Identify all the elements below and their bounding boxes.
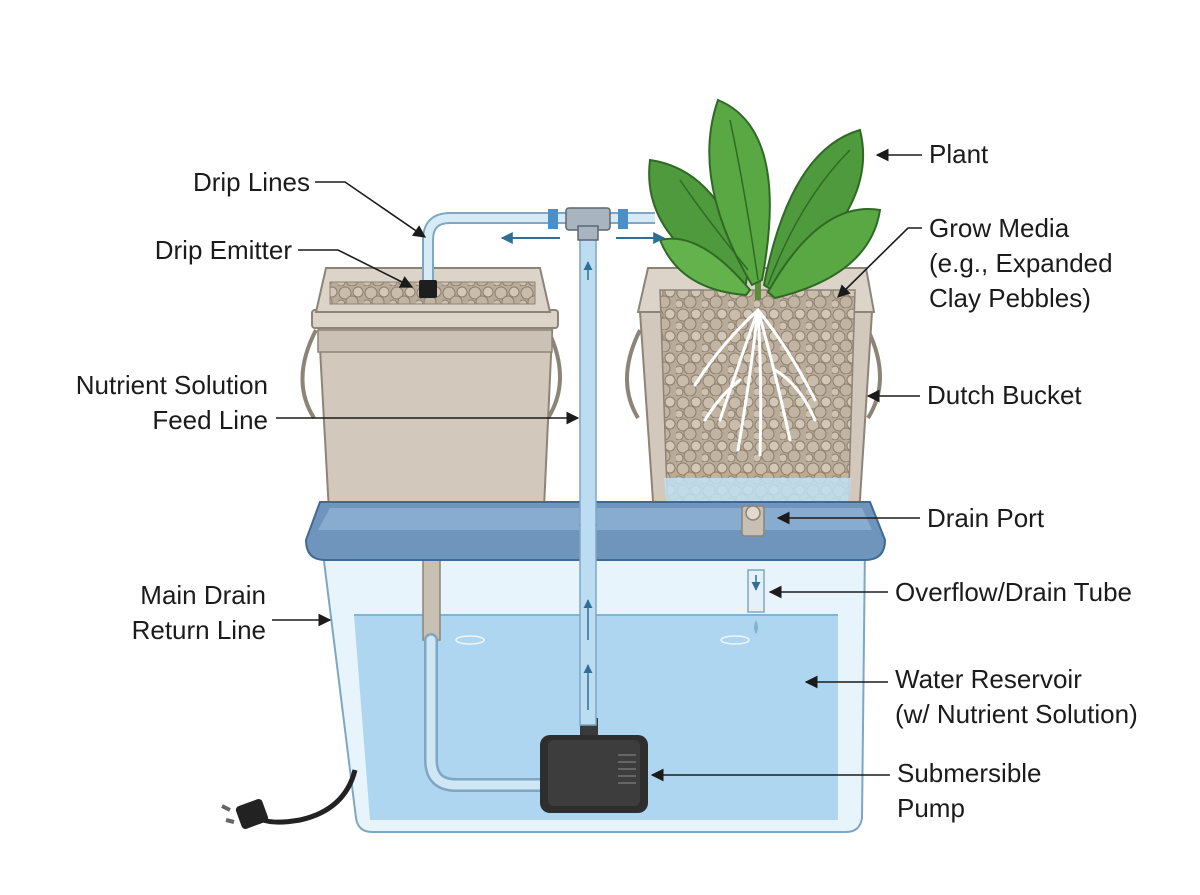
overflow-drain-tube-part xyxy=(747,569,765,634)
label-plant: Plant xyxy=(929,139,989,169)
label-main-drain-return: Main Drain Return Line xyxy=(131,580,266,645)
drip-line-tubing xyxy=(422,207,666,282)
label-grow-media: Grow Media (e.g., Expanded Clay Pebbles) xyxy=(929,213,1113,313)
leader-drip-emitter xyxy=(298,249,414,288)
label-nutrient-feed-line: Nutrient Solution Feed Line xyxy=(75,370,268,435)
plant-roots xyxy=(693,308,817,457)
label-overflow-drain-tube: Overflow/Drain Tube xyxy=(895,577,1132,607)
main-drain-return-pipe xyxy=(422,559,547,792)
label-water-reservoir: Water Reservoir (w/ Nutrient Solution) xyxy=(895,664,1138,729)
left-bucket xyxy=(300,267,562,531)
label-dutch-bucket: Dutch Bucket xyxy=(927,380,1082,410)
dutch-bucket-cutaway xyxy=(625,267,882,531)
label-submersible-pump: Submersible Pump xyxy=(897,758,1042,823)
submersible-pump-body xyxy=(540,718,648,813)
drain-port-fitting xyxy=(741,505,765,537)
label-drip-lines: Drip Lines xyxy=(192,167,310,197)
power-cord xyxy=(221,769,358,829)
label-drain-port: Drain Port xyxy=(927,503,1045,533)
label-drip-emitter: Drip Emitter xyxy=(154,235,292,265)
leader-lines xyxy=(272,148,922,782)
leader-grow-media xyxy=(837,227,922,298)
feed-riser-tube xyxy=(579,224,597,726)
leader-drip-lines xyxy=(315,181,427,238)
drip-emitter-part xyxy=(419,280,437,298)
